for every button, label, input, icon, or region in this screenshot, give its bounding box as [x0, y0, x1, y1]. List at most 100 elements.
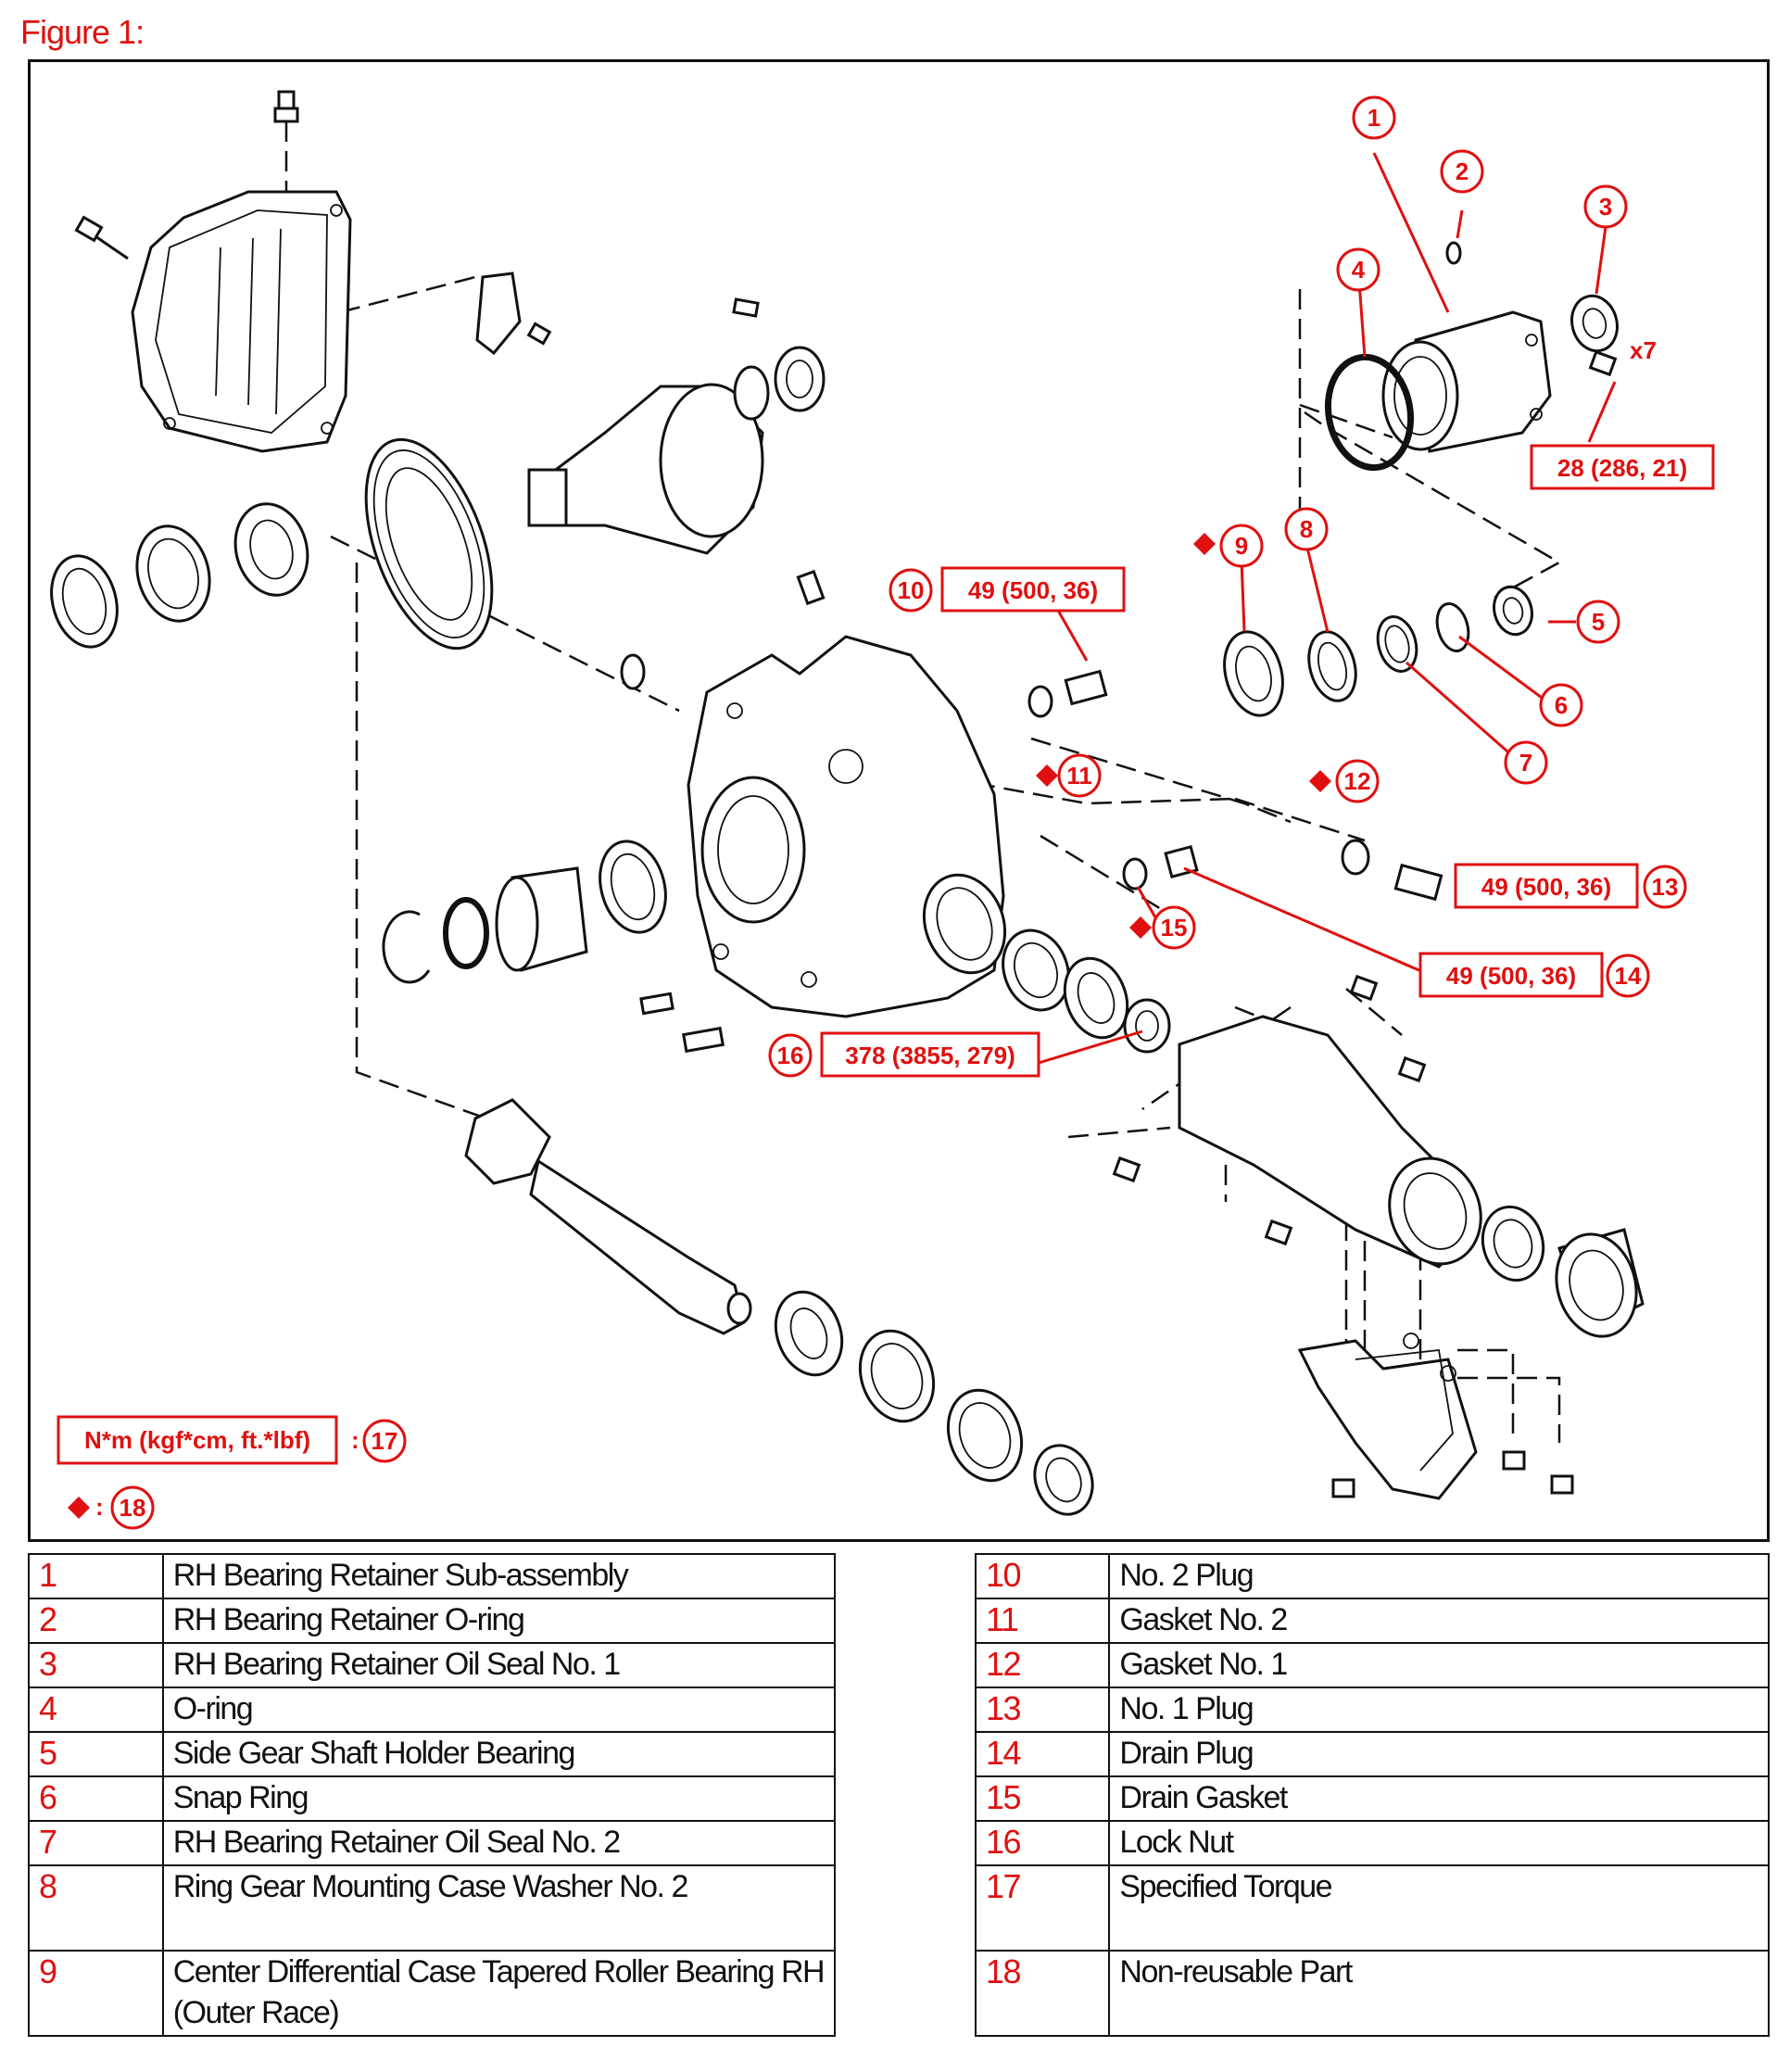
non-reusable-key: : 18: [68, 1485, 155, 1530]
snap-ring-6: [1435, 602, 1470, 652]
lock-nut: [1123, 998, 1171, 1054]
legend-desc: Drain Gasket: [1108, 1775, 1770, 1822]
callout-14: 49 (500, 36) 14: [1418, 952, 1650, 998]
key-separator-2: :: [95, 1493, 104, 1521]
legend-desc: Ring Gear Mounting Case Washer No. 2: [161, 1864, 837, 1952]
callout-11-text: 11: [1066, 762, 1092, 790]
callout-2-text: 2: [1456, 158, 1469, 185]
legend-num: 5: [28, 1731, 164, 1777]
input-o-ring: [443, 897, 489, 969]
mount-bracket: [1297, 1333, 1478, 1500]
legend-num: 2: [28, 1598, 164, 1644]
legend-desc: Lock Nut: [1108, 1820, 1770, 1866]
torque-no2-plug: 49 (500, 36): [968, 576, 1098, 604]
callout-10: 10 49 (500, 36): [889, 566, 1126, 613]
legend-num: 14: [974, 1731, 1111, 1777]
transfer-case-housing: [687, 635, 1007, 1018]
no2-plug: [1064, 669, 1108, 706]
callout-6-text: 6: [1555, 691, 1568, 719]
callout-14-text: 14: [1615, 962, 1642, 990]
legend-desc: Snap Ring: [161, 1775, 837, 1822]
case-washer: [620, 653, 646, 690]
output-bearing: [1063, 956, 1129, 1040]
legend-num: 16: [974, 1820, 1111, 1866]
legend-desc: Specified Torque: [1108, 1864, 1770, 1952]
gasket-no1: [1341, 839, 1370, 876]
callout-7-text: 7: [1519, 749, 1532, 777]
legend-num: 4: [28, 1687, 164, 1733]
non-reusable-diamond-icon: [1036, 764, 1058, 787]
callout-4: 4: [1336, 247, 1380, 292]
retainer-o-ring-small: [1445, 241, 1462, 265]
callout-12: 12: [1309, 759, 1380, 803]
torque-retainer: 28 (286, 21): [1557, 454, 1687, 482]
non-reusable-diamond-icon: [1193, 533, 1216, 555]
figure-title: Figure 1:: [20, 13, 145, 51]
output-collar: [1033, 1444, 1094, 1516]
differential-cover: [131, 190, 352, 453]
torque-unit-label: N*m (kgf*cm, ft.*lbf): [84, 1426, 310, 1454]
left-seal-race-set: [50, 502, 309, 649]
callout-17-text: 17: [372, 1427, 398, 1455]
gasket-no2: [1027, 685, 1053, 718]
callout-2: 2: [1440, 149, 1484, 194]
torque-lock-nut: 378 (3855, 279): [845, 1042, 1015, 1069]
holder-bearing-5: [1493, 585, 1533, 637]
case-dowels: [639, 992, 725, 1054]
bracket-bolts: [1331, 1450, 1574, 1498]
extension-seal: [1481, 1205, 1545, 1282]
callout-9-text: 9: [1235, 532, 1248, 560]
callout-11: 11: [1036, 753, 1102, 798]
input-needle-bearing: [495, 866, 588, 972]
callout-9: 9: [1193, 524, 1264, 568]
legend-desc: Side Gear Shaft Holder Bearing: [161, 1731, 837, 1777]
extension-housing: [1178, 1015, 1482, 1269]
legend-num: 7: [28, 1820, 164, 1866]
legend-desc: RH Bearing Retainer Oil Seal No. 1: [161, 1642, 837, 1688]
torque-no1-plug: 49 (500, 36): [1481, 873, 1611, 901]
output-bearing-bottom: [774, 1290, 844, 1377]
legend-desc: Gasket No. 2: [1108, 1598, 1770, 1644]
legend-num: 8: [28, 1864, 164, 1952]
legend-desc: RH Bearing Retainer O-ring: [161, 1598, 837, 1644]
torque-key: N*m (kgf*cm, ft.*lbf) : 17: [57, 1415, 407, 1465]
legend-desc: O-ring: [161, 1687, 837, 1733]
input-snap-ring: [382, 910, 431, 984]
extension-bolts: [1112, 974, 1427, 1246]
case-pin-top: [796, 569, 826, 606]
legend-num: 3: [28, 1642, 164, 1688]
callout-13: 49 (500, 36) 13: [1454, 863, 1687, 909]
callout-6: 6: [1539, 683, 1583, 727]
callout-3-text: 3: [1599, 193, 1612, 221]
callout-16: 16 378 (3855, 279): [768, 1031, 1040, 1078]
bracket-small: [475, 272, 552, 356]
legend-desc: RH Bearing Retainer Oil Seal No. 2: [161, 1820, 837, 1866]
legend-desc: RH Bearing Retainer Sub-assembly: [161, 1553, 837, 1599]
non-reusable-diamond-icon: [1309, 770, 1331, 792]
legend-desc: Non-reusable Part: [1108, 1950, 1770, 2037]
callout-18-text: 18: [120, 1494, 146, 1522]
callout-5: 5: [1576, 600, 1620, 644]
legend-desc: Drain Plug: [1108, 1731, 1770, 1777]
callout-8: 8: [1284, 507, 1329, 551]
non-reusable-diamond-icon: [1129, 916, 1152, 939]
exploded-view-diagram: 1 2 3 4 5 6 7 8 9 10 49 (500, 36): [28, 59, 1770, 1542]
no1-plug: [1393, 863, 1443, 902]
output-race: [1002, 929, 1070, 1012]
bearing-race-9: [1223, 630, 1284, 717]
retainer-oil-seal: [1570, 294, 1619, 353]
legend-desc: Gasket No. 1: [1108, 1642, 1770, 1688]
